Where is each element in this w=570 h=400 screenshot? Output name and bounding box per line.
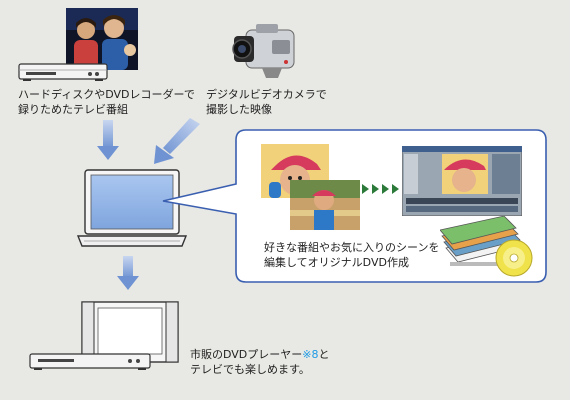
output-caption-line1: 市販のDVDプレーヤー※8と	[190, 347, 330, 362]
arrow-tv-to-laptop	[97, 120, 119, 160]
callout-caption-line1: 好きな番組やお気に入りのシーンを	[264, 241, 440, 254]
footnote-link[interactable]: ※8	[302, 348, 319, 361]
progress-arrows	[362, 182, 402, 196]
editing-software-screenshot	[402, 146, 522, 216]
output-caption-suffix: と	[318, 348, 330, 361]
tv-recorder-caption-line1: ハードディスクやDVDレコーダーで	[18, 88, 195, 101]
dvd-disc-icon	[494, 238, 534, 278]
laptop-computer	[76, 169, 188, 247]
camcorder-caption-line2: 撮影した映像	[206, 103, 272, 116]
dvd-player-device	[29, 353, 151, 370]
kid-photo-tug	[290, 180, 360, 230]
camcorder-device	[232, 18, 300, 80]
tv-recorder-caption-line2: 録りためたテレビ番組	[18, 103, 128, 116]
arrow-laptop-to-tv	[117, 256, 139, 290]
output-caption-prefix: 市販のDVDプレーヤー	[190, 348, 303, 361]
output-caption-line2: テレビでも楽しめます。	[190, 363, 310, 376]
dvd-recorder-device	[18, 62, 108, 82]
output-caption: 市販のDVDプレーヤー※8と テレビでも楽しめます。	[190, 347, 330, 377]
camcorder-caption: デジタルビデオカメラで 撮影した映像	[206, 87, 327, 117]
callout-caption-line2: 編集してオリジナルDVD作成	[264, 256, 409, 269]
callout-caption: 好きな番組やお気に入りのシーンを 編集してオリジナルDVD作成	[264, 240, 439, 270]
dvd-case-stack	[440, 212, 536, 272]
flat-screen-tv	[81, 301, 179, 368]
tv-recorder-caption: ハードディスクやDVDレコーダーで 録りためたテレビ番組	[18, 87, 195, 117]
family-tv-photo	[66, 8, 138, 70]
camcorder-caption-line1: デジタルビデオカメラで	[206, 88, 327, 101]
arrow-camera-to-laptop	[154, 118, 200, 164]
